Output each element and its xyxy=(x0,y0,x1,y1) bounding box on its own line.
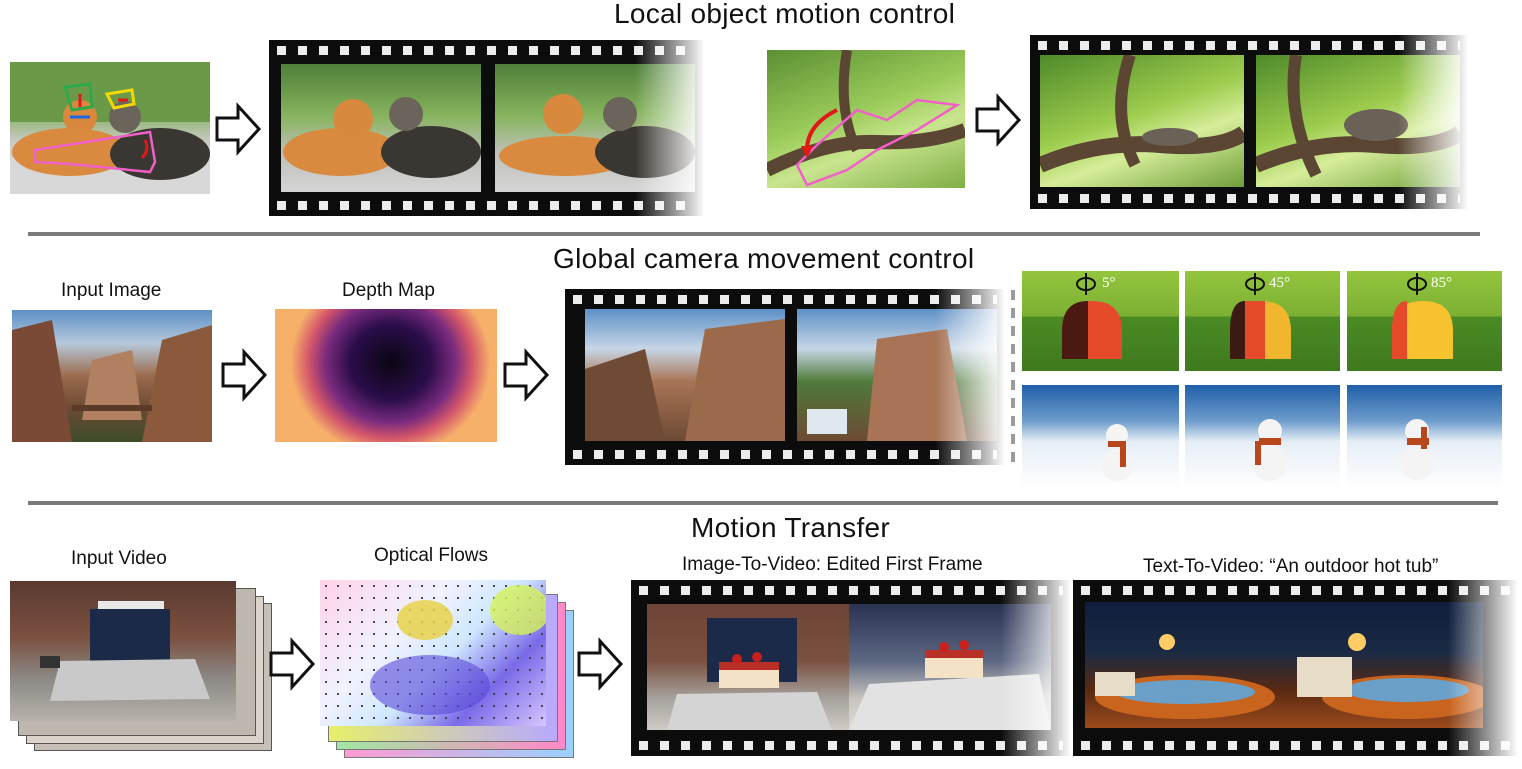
arrow-icon xyxy=(503,348,550,402)
depth-map-image xyxy=(275,309,497,442)
rotate-axis-icon xyxy=(1407,273,1427,295)
optical-flows-label: Optical Flows xyxy=(374,545,489,566)
separator-dashes xyxy=(1011,290,1015,470)
snowman-view-1 xyxy=(1022,385,1179,488)
local-motion-title: Local object motion control xyxy=(614,0,956,29)
rotate-axis-icon xyxy=(1076,273,1096,295)
global-camera-title: Global camera movement control xyxy=(553,243,975,274)
cats-output-film xyxy=(269,40,705,216)
cats-input-image xyxy=(10,62,210,194)
angle-label: 85° xyxy=(1431,275,1452,291)
section-divider xyxy=(28,501,1498,505)
arrow-icon xyxy=(221,348,268,402)
arrow-icon xyxy=(577,637,624,691)
canyon-input-image xyxy=(12,310,212,442)
depth-map-label: Depth Map xyxy=(342,280,435,301)
snowman-view-2 xyxy=(1185,385,1340,488)
optical-flow-image xyxy=(320,580,546,726)
i2v-label: Image-To-Video: Edited First Frame xyxy=(682,554,983,575)
rotate-axis-icon xyxy=(1245,273,1265,295)
canyon-output-film xyxy=(565,289,1005,465)
arrow-icon xyxy=(215,102,262,156)
rotation-view-1: 5° xyxy=(1022,271,1179,371)
t2v-label: Text-To-Video: “An outdoor hot tub” xyxy=(1143,556,1439,577)
input-video-label: Input Video xyxy=(71,548,167,569)
input-image-label: Input Image xyxy=(61,280,162,301)
rotation-view-2: 45° xyxy=(1185,271,1340,371)
cats-input-illustration xyxy=(10,62,210,194)
tree-cat-output-film xyxy=(1030,35,1468,209)
hot-tub-output-film xyxy=(1073,580,1518,756)
arrow-icon xyxy=(975,93,1022,147)
tree-cat-input-image xyxy=(767,50,965,188)
input-video-frame xyxy=(10,581,236,721)
cats-frame-1 xyxy=(281,64,481,192)
cake-output-film xyxy=(631,580,1071,756)
tree-cat-frame-1 xyxy=(1040,55,1244,187)
cake-frame-1 xyxy=(647,604,849,730)
arrow-icon xyxy=(269,637,316,691)
motion-transfer-title: Motion Transfer xyxy=(691,512,891,543)
hot-tub-frame-1 xyxy=(1085,602,1287,728)
canyon-frame-1 xyxy=(585,309,785,441)
section-divider xyxy=(28,232,1480,236)
snowman-view-3 xyxy=(1347,385,1502,488)
rotation-view-3: 85° xyxy=(1347,271,1502,371)
angle-label: 5° xyxy=(1102,275,1116,291)
angle-label: 45° xyxy=(1269,275,1290,291)
